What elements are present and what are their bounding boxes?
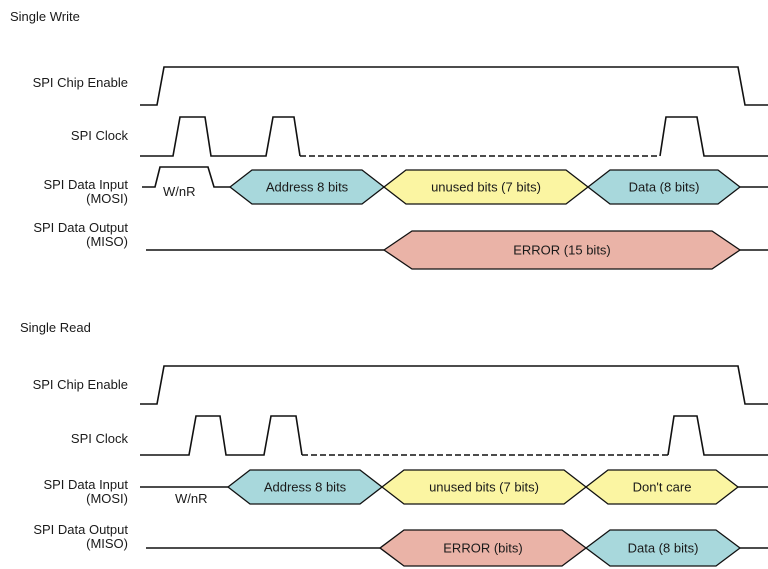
- write-unused-segment-label: unused bits (7 bits): [431, 179, 541, 194]
- single-read-title: Single Read: [20, 320, 91, 335]
- write-wnr-label: W/nR: [163, 184, 196, 199]
- read-clock-waveform-start: [140, 415, 303, 456]
- write-data-segment-label: Data (8 bits): [629, 179, 700, 194]
- write-clock-label: SPI Clock: [71, 128, 129, 143]
- read-chip-enable-waveform: [140, 365, 768, 405]
- write-miso-label-line2: (MISO): [86, 234, 128, 249]
- read-data-segment-label: Data (8 bits): [628, 540, 699, 555]
- read-wnr-label: W/nR: [175, 491, 208, 506]
- read-address-segment-label: Address 8 bits: [264, 479, 347, 494]
- write-error-segment-label: ERROR (15 bits): [513, 242, 611, 257]
- write-clock-waveform-end: [659, 116, 768, 157]
- read-clock-label: SPI Clock: [71, 431, 129, 446]
- read-clock-waveform-end: [667, 415, 768, 456]
- single-write-title: Single Write: [10, 9, 80, 24]
- read-mosi-label-line2: (MOSI): [86, 491, 128, 506]
- write-mosi-label-line2: (MOSI): [86, 191, 128, 206]
- write-chip-enable-label: SPI Chip Enable: [33, 75, 128, 90]
- write-miso-label-line1: SPI Data Output: [33, 220, 128, 235]
- write-address-segment-label: Address 8 bits: [266, 179, 349, 194]
- write-clock-waveform-start: [140, 116, 301, 157]
- write-mosi-label-line1: SPI Data Input: [43, 177, 128, 192]
- read-dontcare-segment-label: Don't care: [633, 479, 692, 494]
- write-chip-enable-waveform: [140, 66, 768, 106]
- single-read-diagram: Single Read SPI Chip Enable SPI Clock SP…: [20, 320, 768, 567]
- read-mosi-label-line1: SPI Data Input: [43, 477, 128, 492]
- write-mosi-wnr-waveform: [142, 166, 230, 188]
- read-chip-enable-label: SPI Chip Enable: [33, 377, 128, 392]
- read-miso-label-line2: (MISO): [86, 536, 128, 551]
- read-error-segment-label: ERROR (bits): [443, 540, 522, 555]
- read-unused-segment-label: unused bits (7 bits): [429, 479, 539, 494]
- single-write-diagram: Single Write SPI Chip Enable SPI Clock S…: [10, 9, 768, 270]
- read-miso-label-line1: SPI Data Output: [33, 522, 128, 537]
